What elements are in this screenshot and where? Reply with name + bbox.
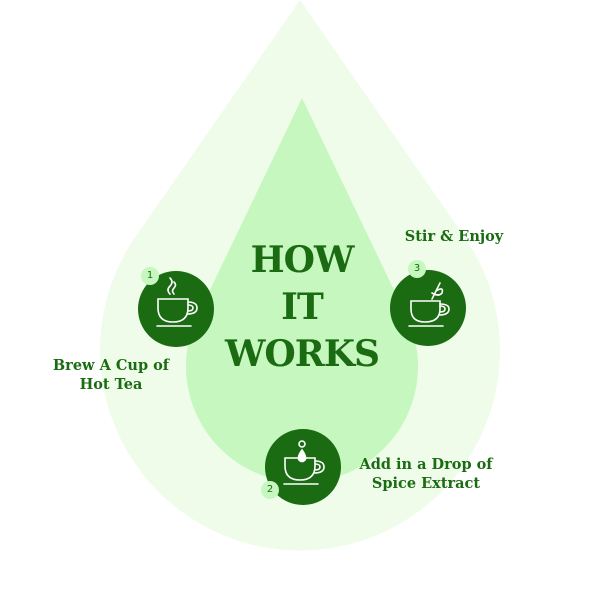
- steaming-cup-icon: [156, 277, 198, 327]
- title-line-3: WORKS: [225, 333, 380, 375]
- step-1-number: 1: [146, 270, 154, 281]
- step-2-label-line-1: Add in a Drop of: [359, 456, 493, 473]
- page-title: HOW IT WORKS: [200, 237, 404, 378]
- step-1-circle: [138, 271, 214, 347]
- cup-with-stirrer-icon: [408, 282, 450, 327]
- step-3-badge: [408, 260, 426, 278]
- step-2-label-line-2: Spice Extract: [371, 475, 481, 492]
- step-1-label-line-1: Brew A Cup of: [52, 357, 170, 374]
- step-1-badge: [141, 267, 159, 285]
- step-2-label: Add in a Drop of Spice Extract: [336, 455, 516, 493]
- title-line-2: IT: [281, 286, 324, 328]
- step-3-label: Stir & Enjoy: [404, 228, 504, 245]
- step-1-label: Brew A Cup of Hot Tea: [31, 356, 191, 394]
- cup-with-drop-icon: [283, 440, 325, 485]
- step-2-number: 2: [266, 484, 274, 495]
- step-3-circle: [390, 270, 466, 346]
- step-2-badge: [261, 481, 279, 499]
- step-1-label-line-2: Hot Tea: [79, 376, 143, 393]
- step-3-number: 3: [413, 263, 421, 274]
- inner-drop-shape: [186, 98, 418, 483]
- step-2-circle: [265, 429, 341, 505]
- title-line-1: HOW: [250, 239, 355, 281]
